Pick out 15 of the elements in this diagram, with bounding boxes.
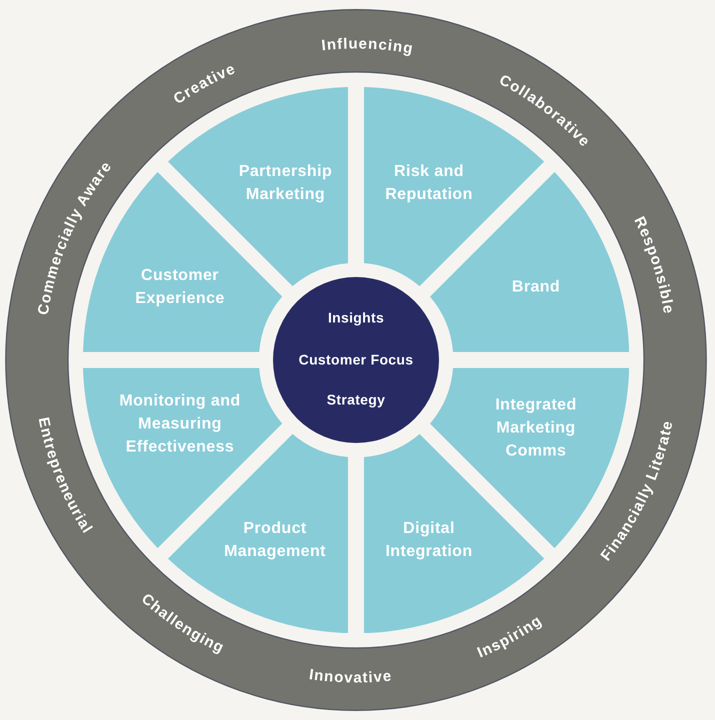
segment-label: Digital Integration xyxy=(384,518,474,562)
ring-label: Innovative xyxy=(308,666,393,687)
segment-label: Customer Experience xyxy=(134,266,226,309)
segment-label: Brand xyxy=(510,277,562,298)
outer-ring xyxy=(5,9,707,711)
segment-label: Partnership Marketing xyxy=(238,162,334,205)
center-circle xyxy=(273,277,439,443)
segment-label: Product Management xyxy=(223,518,327,562)
hub-label: Insights xyxy=(328,310,384,326)
hub-label: Customer Focus xyxy=(298,352,414,368)
segment-label: Risk and Reputation xyxy=(384,162,474,205)
ring-label: Influencing xyxy=(320,35,415,58)
segment-label: Monitoring and Measuring Effectiveness xyxy=(118,392,242,458)
hub-label: Strategy xyxy=(326,392,386,408)
segment-label: Integrated Marketing Comms xyxy=(494,396,578,462)
